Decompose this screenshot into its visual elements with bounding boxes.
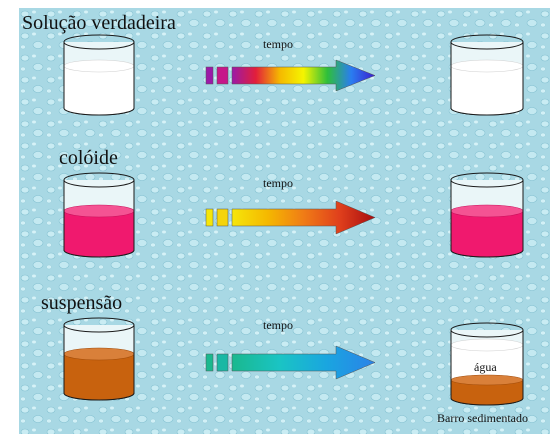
beaker-colloid-after (450, 172, 524, 258)
time-arrow-cool (205, 345, 376, 380)
diagram-canvas: Solução verdadeira tempo colóide tempo (19, 8, 550, 434)
beaker-suspension-after (450, 322, 524, 406)
row-title-colloid: colóide (59, 147, 118, 169)
row-title-solution: Solução verdadeira (22, 12, 176, 34)
water-label: água (474, 360, 497, 374)
arrow-label-time-1: tempo (263, 37, 293, 51)
beaker-colloid-before (63, 172, 135, 258)
row-title-suspension: suspensão (41, 292, 122, 314)
beaker-suspension-before (63, 317, 135, 401)
beaker-solution-after (450, 34, 524, 116)
time-arrow-rainbow (205, 59, 376, 92)
arrow-label-time-3: tempo (263, 318, 293, 332)
sediment-caption: Barro sedimentado (437, 411, 528, 425)
time-arrow-warm (205, 200, 376, 235)
arrow-label-time-2: tempo (263, 176, 293, 190)
beaker-solution-before (63, 34, 135, 116)
